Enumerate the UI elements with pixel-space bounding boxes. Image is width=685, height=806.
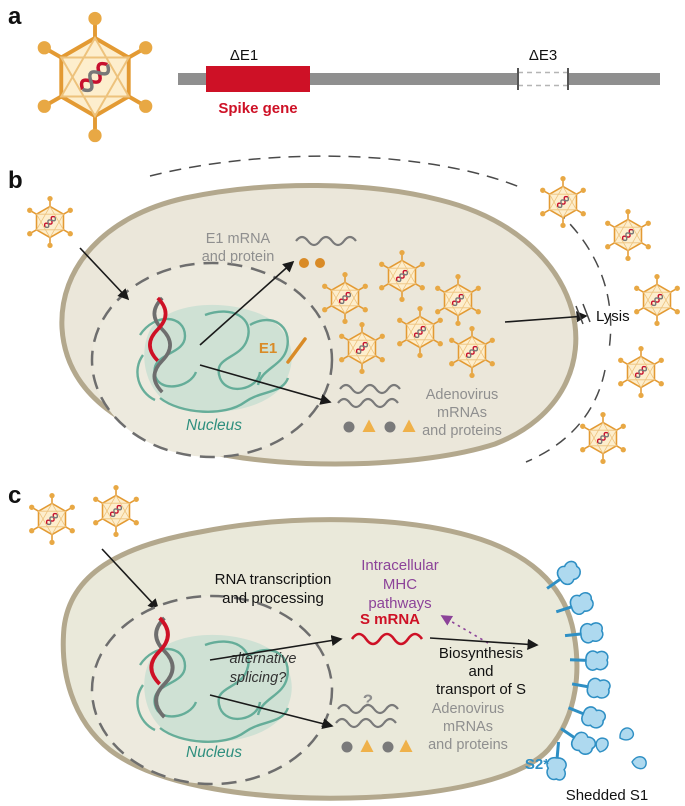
mhc-pathways-label: Intracellular (361, 557, 439, 574)
rna-processing-label: RNA transcription (215, 571, 332, 588)
e1-gene-label: E1 (259, 340, 277, 357)
viral-protein-triangle (362, 419, 376, 432)
nucleus-b-label: Nucleus (186, 417, 242, 434)
spike-gene-insert (206, 66, 310, 92)
lysing-membrane-dashes (149, 155, 612, 463)
biosynthesis-label: Biosynthesis (439, 645, 523, 662)
svg-text:mRNAs: mRNAs (443, 719, 493, 735)
s-mrna-squiggle (350, 632, 424, 646)
mhc-dashed-arrow (440, 615, 489, 644)
s-transcription-arrow (209, 634, 343, 661)
membrane-break-mark (582, 303, 591, 323)
viral-protein-dot (341, 741, 353, 753)
membrane-break-mark (575, 305, 584, 325)
entry-arrow-c (101, 548, 160, 611)
e1-transcription-arrow (199, 260, 295, 346)
svg-text:MHC: MHC (383, 576, 417, 593)
s-transport-arrow (429, 637, 539, 650)
e1-protein-dot (299, 258, 309, 268)
viral-protein-triangle (402, 419, 416, 432)
adeno-mrna-squiggle (337, 397, 399, 409)
adeno-mrna-label-c: Adenovirus (432, 701, 505, 717)
alt-splicing-label: alternative (230, 651, 297, 667)
shedded-s1-label: Shedded S1 (566, 787, 649, 804)
svg-text:mRNAs: mRNAs (437, 405, 487, 421)
svg-text:transport of S: transport of S (436, 681, 526, 698)
entry-arrow-b (79, 247, 130, 301)
viral-protein-dot (384, 421, 396, 433)
adeno-mrna-squiggle (337, 703, 399, 715)
svg-text:pathways: pathways (368, 595, 431, 612)
adeno-mrna-squiggle (335, 717, 397, 729)
svg-text:and: and (468, 663, 493, 680)
adeno-transcription-arrow-b (199, 364, 332, 405)
delta-e1-label: ΔE1 (230, 47, 258, 64)
e1-mrna-squiggle (295, 235, 357, 247)
viral-protein-dot (382, 741, 394, 753)
lysis-label: Lysis (596, 308, 630, 325)
question-mark: ? (363, 691, 373, 710)
svg-text:and processing: and processing (222, 590, 324, 607)
lysis-arrow (504, 311, 588, 323)
svg-text:and proteins: and proteins (428, 737, 508, 753)
e1-gene-mark (286, 337, 307, 364)
e1-protein-dot (315, 258, 325, 268)
viral-protein-triangle (399, 739, 413, 752)
svg-text:and proteins: and proteins (422, 423, 502, 439)
nucleus-c-label: Nucleus (186, 744, 242, 761)
svg-text:and protein: and protein (202, 249, 275, 265)
panel-a-label: a (8, 3, 22, 30)
spike-gene-label: Spike gene (218, 100, 297, 117)
delta-e3-deletion (517, 71, 569, 87)
panel-c-label: c (8, 482, 21, 509)
chromatin-b (136, 303, 293, 414)
viral-protein-triangle (360, 739, 374, 752)
adeno-mrna-squiggle (339, 383, 401, 395)
svg-text:splicing?: splicing? (230, 670, 287, 686)
adeno-mrna-label-b: Adenovirus (426, 387, 499, 403)
genome-map: ΔE1 ΔE3 Spike gene (178, 47, 660, 117)
e1-mrna-label: E1 mRNA (206, 231, 271, 247)
s-mrna-label: S mRNA (360, 611, 420, 628)
viral-protein-dot (343, 421, 355, 433)
delta-e3-label: ΔE3 (529, 47, 557, 64)
panel-b-label: b (8, 167, 23, 194)
s2-label: S2* (525, 756, 549, 773)
adeno-transcription-arrow-c (209, 694, 334, 730)
